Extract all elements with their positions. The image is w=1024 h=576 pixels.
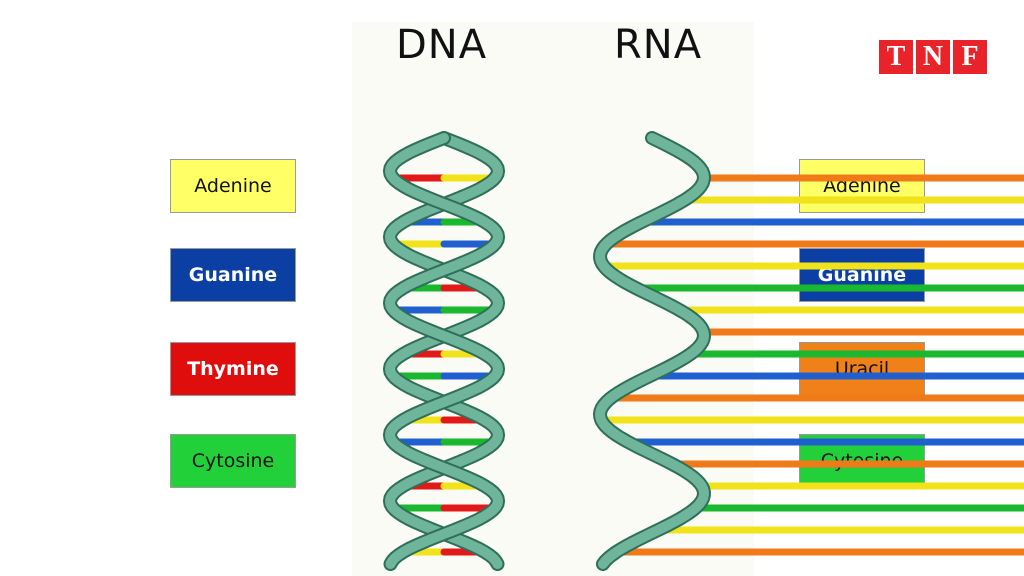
dna-title: DNA [396,22,488,68]
dna-label-adenine: Adenine [170,159,296,213]
dna-label-thymine: Thymine [170,342,296,396]
dna-label-cytosine: Cytosine [170,434,296,488]
rna-title: RNA [614,22,703,68]
logo-letter-t: T [879,40,913,74]
dna-label-guanine: Guanine [170,248,296,302]
dna-backbone-1 [384,133,504,569]
tnf-logo: T N F [879,40,987,74]
logo-letter-f: F [953,40,987,74]
rna-backbone-1 [594,133,710,569]
dna-backbone-2 [384,133,504,569]
logo-letter-n: N [916,40,950,74]
